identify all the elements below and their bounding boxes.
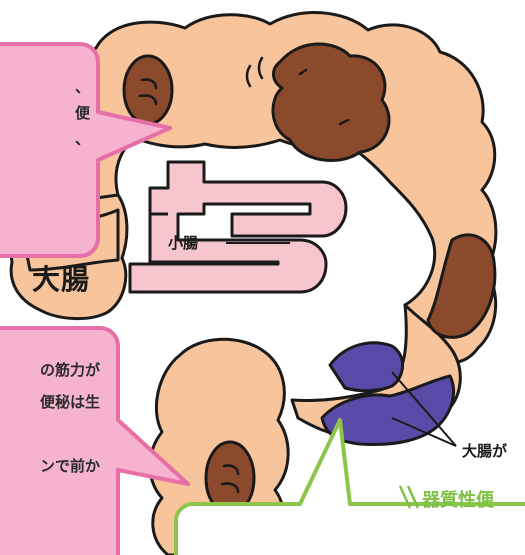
bubble-middle-line-2: 便秘は生 [39,393,100,411]
bubble-middle-left-text: の筋力が 便秘は生 ンで前か [0,354,100,482]
speech-bubble-middle-left [0,326,190,555]
bubble-middle-line-3 [0,418,100,450]
stool-shapes [122,42,497,516]
bubble-top-left-text: 、 便 、 [0,74,90,152]
stool-marks [138,56,350,494]
heading-accent-marks [398,485,420,509]
label-pointer-lines [226,242,457,447]
bubble-top-left-line-1: 、 [74,78,90,96]
bubble-middle-line-4: ンで前か [39,457,100,475]
bubble-middle-line-1: の筋力が [39,361,100,379]
bubble-top-left-line-2: 便 [74,104,90,122]
speech-bubble-top-left [0,42,172,258]
blockage-caption-label: 大腸が [462,442,508,460]
speech-bubble-bottom [174,418,525,555]
organic-constipation-heading: 器質性便 [422,490,494,511]
bubble-top-left-line-3: 、 [74,130,90,148]
large-intestine-label: 大腸 [32,263,91,296]
blockage-shape [320,341,455,446]
small-intestine-shape [128,160,348,294]
small-intestine-label: 小腸 [168,234,199,252]
